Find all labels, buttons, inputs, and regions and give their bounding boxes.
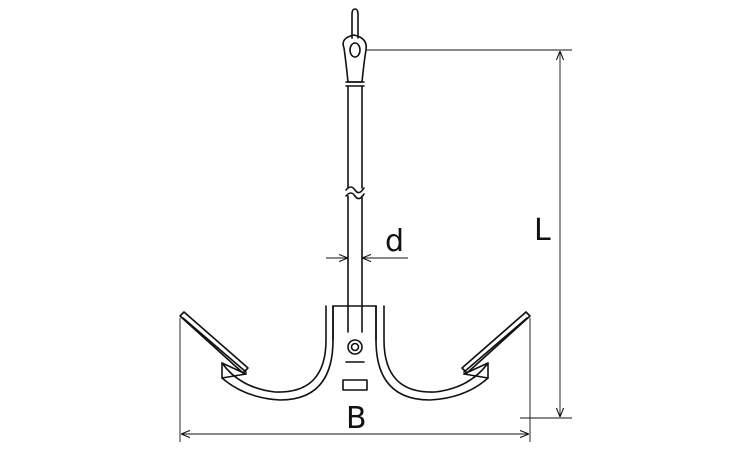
breadth-label: B (346, 401, 367, 436)
right-fluke-blade (461, 311, 531, 374)
breadth-dimension (179, 318, 531, 442)
left-fluke-blade (179, 311, 249, 374)
length-dimension (366, 49, 572, 419)
left-fluke-arm (221, 305, 334, 401)
shackle-loop (342, 34, 368, 83)
diameter-label: d (385, 224, 404, 259)
center-hub (332, 305, 377, 391)
top-pin (351, 8, 359, 39)
shank (345, 85, 365, 333)
right-fluke-arm (375, 305, 489, 401)
length-label: L (534, 213, 551, 248)
